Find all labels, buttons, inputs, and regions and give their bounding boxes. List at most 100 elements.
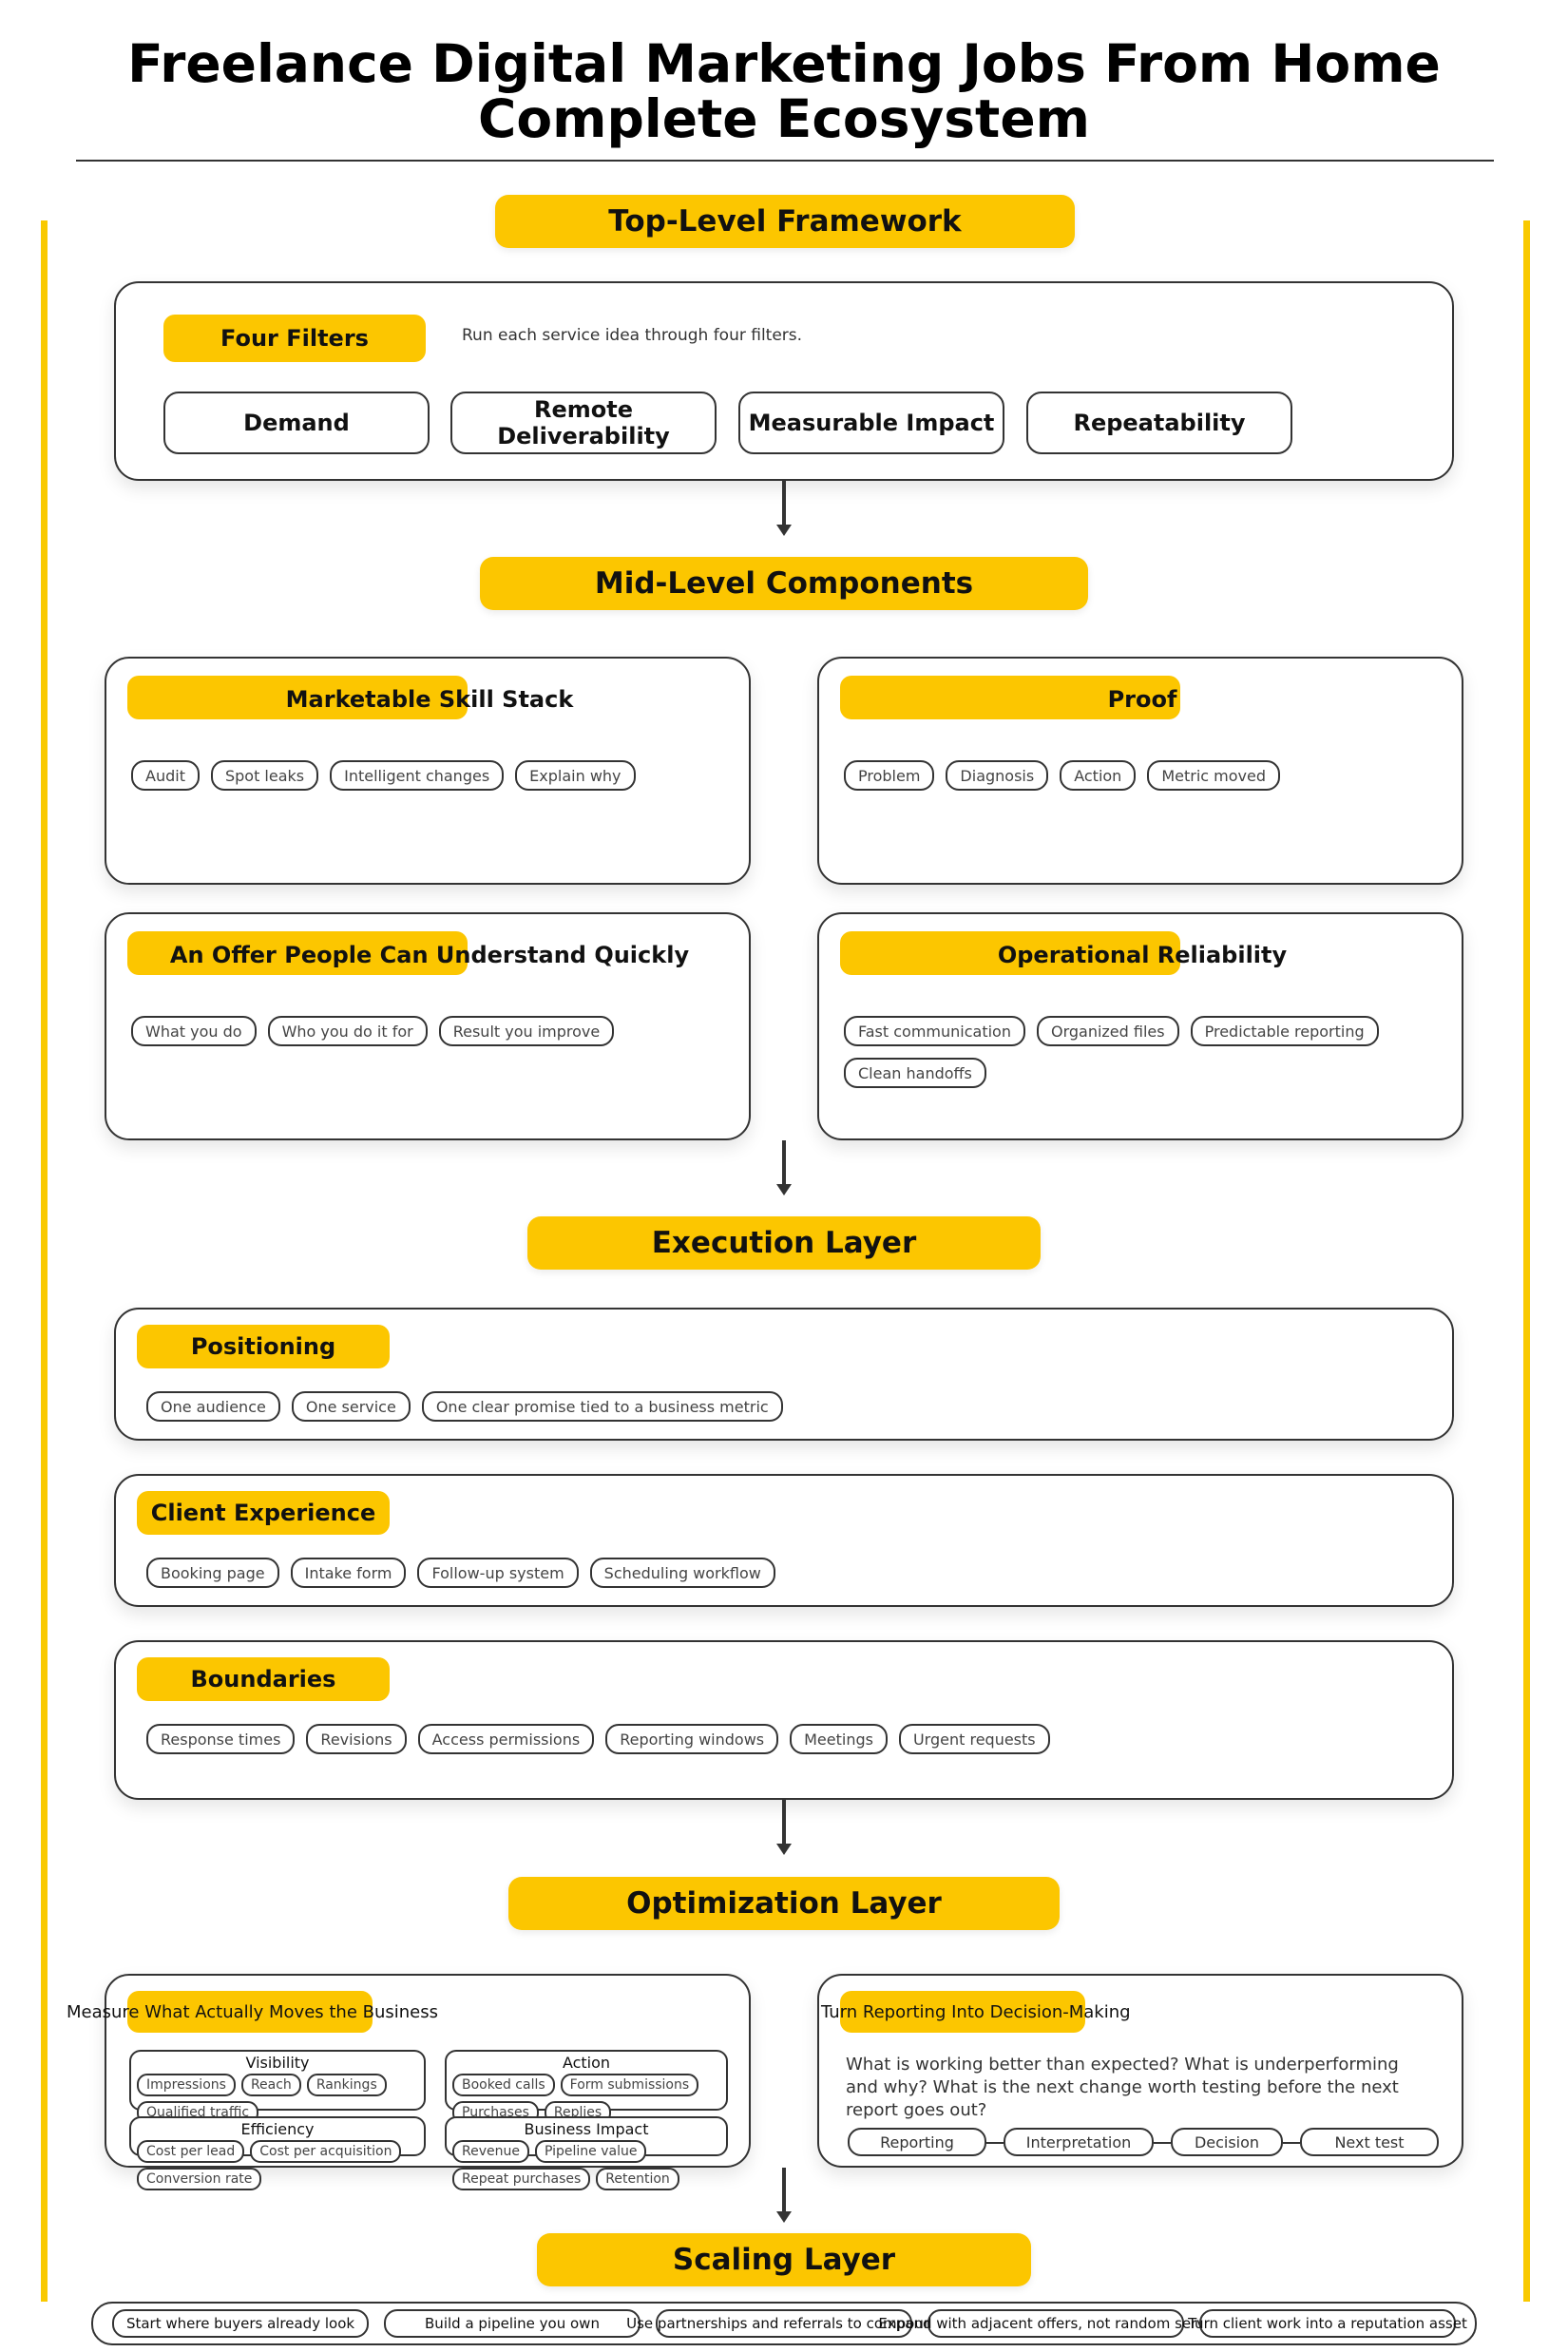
title-divider xyxy=(76,160,1494,162)
scaling-item-2: Build a pipeline you own xyxy=(384,2309,641,2338)
mid-card-title: Proof xyxy=(1107,686,1177,713)
chip: Scheduling workflow xyxy=(589,1558,775,1588)
chip: Rankings xyxy=(306,2074,387,2096)
connector-arrow-4 xyxy=(776,2168,792,2223)
mid-level-banner: Mid-Level Components xyxy=(480,557,1088,610)
chip: Retention xyxy=(596,2168,679,2190)
chip: Reporting windows xyxy=(605,1724,779,1754)
chip: Predictable reporting xyxy=(1190,1016,1379,1046)
chip: Urgent requests xyxy=(898,1724,1050,1754)
mid-card-chips: Fast communication Organized files Predi… xyxy=(844,1016,1443,1088)
chip: Cost per acquisition xyxy=(250,2140,402,2163)
chip: Booking page xyxy=(146,1558,279,1588)
chip: Booked calls xyxy=(452,2074,555,2096)
chip: Audit xyxy=(131,760,200,791)
metric-group-title: Action xyxy=(562,2054,611,2072)
flow-step-decision: Decision xyxy=(1171,2128,1283,2156)
mid-card-proof: Proof Problem Diagnosis Action Metric mo… xyxy=(817,657,1463,885)
mid-card-tag xyxy=(127,676,468,719)
filter-remote-deliverability: Remote Deliverability xyxy=(450,392,717,454)
top-level-banner: Top-Level Framework xyxy=(495,195,1075,248)
mid-card-title: An Offer People Can Understand Quickly xyxy=(169,942,690,968)
mid-card-tag xyxy=(840,676,1180,719)
metric-group-title: Visibility xyxy=(245,2054,310,2072)
scaling-item-3: Use partnerships and referrals to compou… xyxy=(626,2309,942,2338)
flow-step-reporting: Reporting xyxy=(848,2128,986,2156)
execution-card-tag: Positioning xyxy=(137,1325,390,1368)
four-filters-card: Four Filters Run each service idea throu… xyxy=(114,281,1454,481)
left-accent-bar xyxy=(41,220,48,2302)
connector-arrow-3 xyxy=(776,1800,792,1855)
chip: Intake form xyxy=(290,1558,407,1588)
flow-step-next-test: Next test xyxy=(1300,2128,1439,2156)
chip: One clear promise tied to a business met… xyxy=(421,1391,783,1422)
chip: Cost per lead xyxy=(137,2140,245,2163)
reporting-card-title: Turn Reporting Into Decision-Making xyxy=(821,2002,1131,2022)
chip: Intelligent changes xyxy=(330,760,505,791)
chip: Revisions xyxy=(306,1724,407,1754)
right-accent-bar xyxy=(1523,220,1530,2302)
execution-card-chips: Response times Revisions Access permissi… xyxy=(146,1724,1420,1754)
scaling-banner: Scaling Layer xyxy=(537,2233,1031,2286)
execution-card-tag: Boundaries xyxy=(137,1657,390,1701)
chip: Diagnosis xyxy=(946,760,1049,791)
scaling-card: Start where buyers already look Build a … xyxy=(91,2302,1477,2345)
page-title-line-2: Complete Ecosystem xyxy=(478,88,1090,149)
execution-card-positioning: Positioning One audience One service One… xyxy=(114,1308,1454,1441)
four-filters-tag: Four Filters xyxy=(163,315,426,362)
measure-card-title: Measure What Actually Moves the Business xyxy=(67,2002,439,2022)
execution-card-client-experience: Client Experience Booking page Intake fo… xyxy=(114,1474,1454,1607)
mid-card-chips: What you do Who you do it for Result you… xyxy=(131,1016,730,1046)
flow-step-interpretation: Interpretation xyxy=(1004,2128,1154,2156)
chip: Metric moved xyxy=(1147,760,1280,791)
filter-demand: Demand xyxy=(163,392,430,454)
chip: One service xyxy=(291,1391,411,1422)
chip: Who you do it for xyxy=(267,1016,428,1046)
mid-card-title: Operational Reliability xyxy=(997,942,1288,968)
chip: Follow-up system xyxy=(417,1558,579,1588)
scaling-item-4: Expand with adjacent offers, not random … xyxy=(878,2309,1233,2338)
connector-arrow-2 xyxy=(776,1140,792,1195)
metric-group-visibility: Visibility Impressions Reach Rankings Qu… xyxy=(129,2050,426,2124)
mid-card-title: Marketable Skill Stack xyxy=(285,686,574,713)
execution-card-chips: One audience One service One clear promi… xyxy=(146,1391,1420,1422)
metric-group-action: Action Booked calls Form submissions Pur… xyxy=(445,2050,728,2124)
chip: Clean handoffs xyxy=(844,1058,986,1088)
mid-card-offer: An Offer People Can Understand Quickly W… xyxy=(105,912,751,1140)
execution-card-boundaries: Boundaries Response times Revisions Acce… xyxy=(114,1640,1454,1800)
connector-arrow-1 xyxy=(776,481,792,536)
chip: Explain why xyxy=(515,760,636,791)
filter-repeatability: Repeatability xyxy=(1026,392,1292,454)
mid-card-chips: Problem Diagnosis Action Metric moved xyxy=(844,760,1443,791)
chip: Fast communication xyxy=(844,1016,1025,1046)
mid-card-skill-stack: Marketable Skill Stack Audit Spot leaks … xyxy=(105,657,751,885)
chip: What you do xyxy=(131,1016,257,1046)
flow-arrow xyxy=(1154,2142,1171,2144)
metric-group-business-impact: Business Impact Revenue Pipeline value R… xyxy=(445,2116,728,2190)
scaling-item-1: Start where buyers already look xyxy=(112,2309,369,2338)
chip: Organized files xyxy=(1036,1016,1179,1046)
chip: Pipeline value xyxy=(534,2140,647,2163)
metric-group-chips: Revenue Pipeline value Repeat purchases … xyxy=(447,2138,726,2190)
reporting-card-tag xyxy=(840,1991,1085,2033)
chip: Access permissions xyxy=(417,1724,595,1754)
chip: Spot leaks xyxy=(210,760,319,791)
mid-card-tag xyxy=(840,931,1180,975)
chip: Meetings xyxy=(790,1724,888,1754)
flow-arrow xyxy=(986,2142,1004,2144)
chip: Action xyxy=(1060,760,1137,791)
chip: Form submissions xyxy=(560,2074,699,2096)
execution-banner: Execution Layer xyxy=(527,1216,1041,1270)
page-title-line-1: Freelance Digital Marketing Jobs From Ho… xyxy=(127,33,1441,94)
chip: One audience xyxy=(146,1391,280,1422)
flow-arrow xyxy=(1283,2142,1300,2144)
mid-card-operational-reliability: Operational Reliability Fast communicati… xyxy=(817,912,1463,1140)
mid-card-chips: Audit Spot leaks Intelligent changes Exp… xyxy=(131,760,730,791)
measure-card-tag xyxy=(127,1991,373,2033)
scaling-item-5: Turn client work into a reputation asset xyxy=(1188,2309,1467,2338)
chip: Response times xyxy=(146,1724,296,1754)
chip: Conversion rate xyxy=(137,2168,262,2190)
chip: Revenue xyxy=(452,2140,529,2163)
chip: Reach xyxy=(240,2074,301,2096)
metric-group-title: Business Impact xyxy=(524,2120,649,2138)
